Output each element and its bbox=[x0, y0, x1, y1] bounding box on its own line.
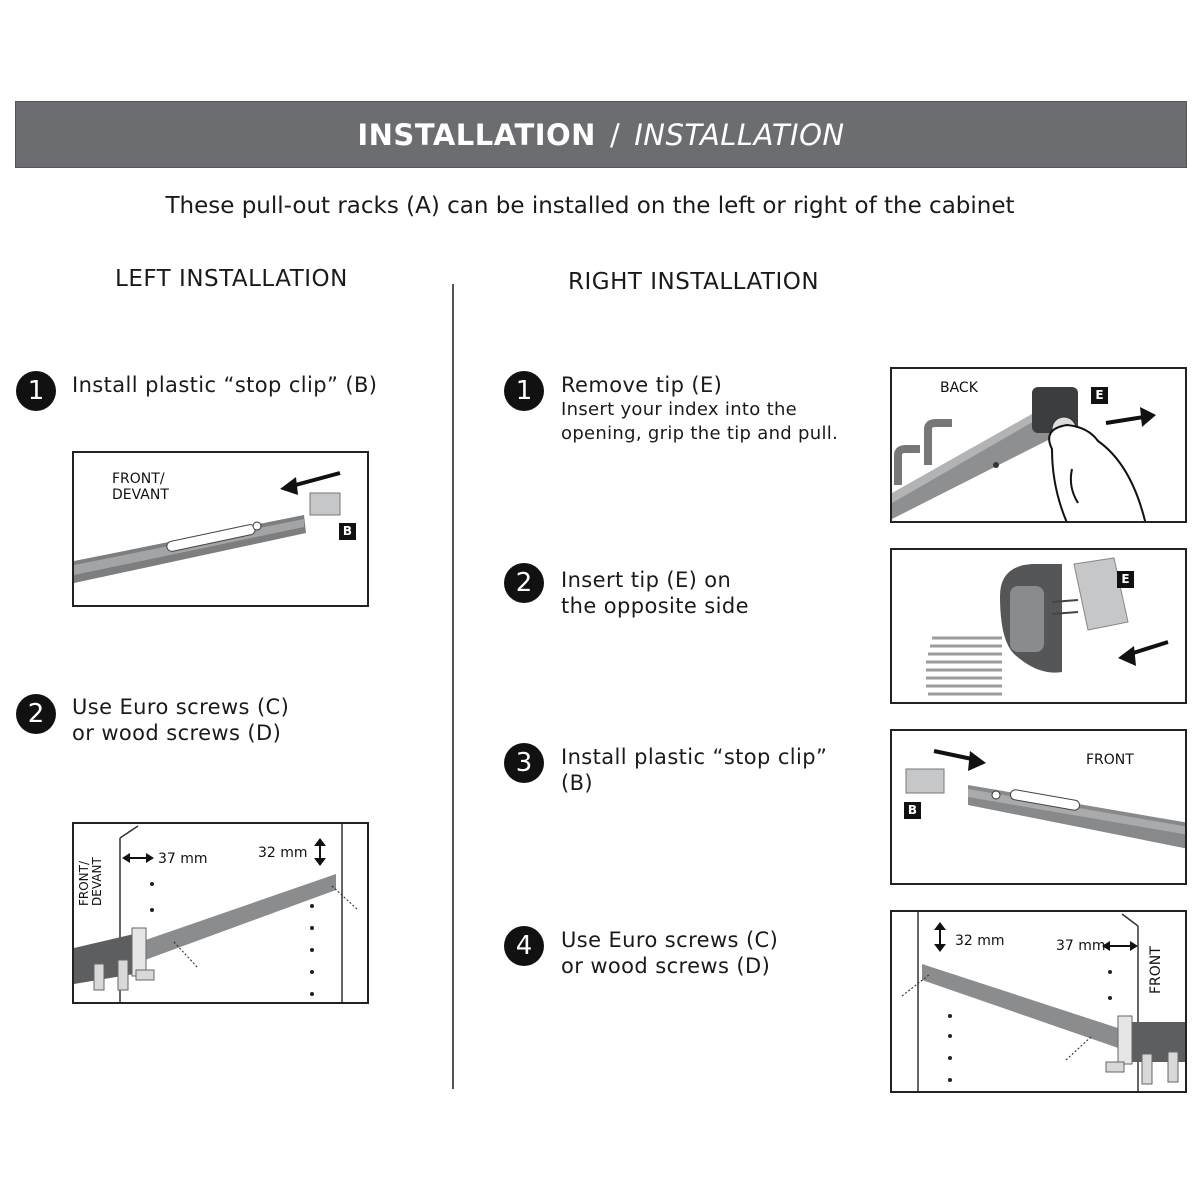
part-e-tag: E bbox=[1117, 571, 1134, 588]
left-step-1-figure: FRONT/ DEVANT B bbox=[72, 451, 369, 607]
right-step-3-line1: Install plastic “stop clip” bbox=[561, 745, 828, 769]
right-step-3-line2: (B) bbox=[561, 771, 593, 795]
dimension-32mm: 32 mm bbox=[955, 933, 1005, 949]
front-devant-vertical-label: FRONT/ DEVANT bbox=[77, 857, 104, 906]
part-e-tag: E bbox=[1091, 387, 1108, 404]
right-step-1-sub-line2: opening, grip the tip and pull. bbox=[561, 423, 839, 444]
cabinet-screw-illustration-right bbox=[901, 912, 1185, 1091]
right-step-4-line1: Use Euro screws (C) bbox=[561, 928, 779, 952]
left-installation-heading: LEFT INSTALLATION bbox=[115, 266, 348, 292]
left-step-2-number: 2 bbox=[16, 694, 56, 734]
right-step-1-sub-line1: Insert your index into the bbox=[561, 399, 798, 420]
left-step-1-text: Install plastic “stop clip” (B) bbox=[72, 373, 378, 397]
right-step-1-title: Remove tip (E) bbox=[561, 373, 723, 397]
part-b-tag: B bbox=[904, 802, 921, 819]
front-label: FRONT bbox=[1086, 752, 1134, 768]
right-step-1-text: Remove tip (E) Insert your index into th… bbox=[561, 372, 838, 446]
right-step-1-figure: BACK E bbox=[890, 367, 1187, 523]
right-step-4-line2: or wood screws (D) bbox=[561, 954, 771, 978]
back-label: BACK bbox=[940, 380, 978, 396]
left-step-2-line1: Use Euro screws (C) bbox=[72, 695, 290, 719]
right-step-2-number: 2 bbox=[504, 563, 544, 603]
dimension-37mm: 37 mm bbox=[1056, 938, 1106, 954]
right-step-3-text: Install plastic “stop clip” (B) bbox=[561, 744, 827, 796]
insert-tip-illustration bbox=[926, 557, 1169, 696]
right-step-4-figure: 32 mm 37 mm FRONT bbox=[890, 910, 1187, 1093]
part-b-tag: B bbox=[339, 523, 356, 540]
front-label-line1: FRONT/ bbox=[112, 471, 165, 487]
stop-clip-illustration bbox=[905, 749, 1185, 849]
banner-separator: / bbox=[609, 117, 621, 152]
left-step-2-line2: or wood screws (D) bbox=[72, 721, 282, 745]
right-step-2-figure: E bbox=[890, 548, 1187, 704]
remove-tip-illustration bbox=[892, 387, 1156, 521]
front-label-line2: DEVANT bbox=[90, 857, 104, 906]
right-step-3-figure: FRONT B bbox=[890, 729, 1187, 885]
right-step-3-number: 3 bbox=[504, 743, 544, 783]
right-step-2-text: Insert tip (E) on the opposite side bbox=[561, 567, 749, 619]
right-step-2-line1: Insert tip (E) on bbox=[561, 568, 732, 592]
slide-rail-illustration bbox=[74, 471, 341, 583]
cabinet-screw-illustration bbox=[74, 824, 359, 1002]
left-step-2-text: Use Euro screws (C) or wood screws (D) bbox=[72, 694, 289, 746]
right-step-1-number: 1 bbox=[504, 371, 544, 411]
right-installation-heading: RIGHT INSTALLATION bbox=[568, 269, 820, 295]
left-step-2-figure: FRONT/ DEVANT 37 mm 32 mm bbox=[72, 822, 369, 1004]
right-step-4-number: 4 bbox=[504, 926, 544, 966]
banner-title-english: INSTALLATION bbox=[357, 117, 596, 152]
right-step-4-text: Use Euro screws (C) or wood screws (D) bbox=[561, 927, 778, 979]
right-step-2-line2: the opposite side bbox=[561, 594, 749, 618]
column-divider bbox=[452, 284, 454, 1089]
dimension-32mm: 32 mm bbox=[258, 845, 308, 861]
installation-banner: INSTALLATION / INSTALLATION bbox=[15, 101, 1187, 168]
dimension-37mm: 37 mm bbox=[158, 851, 208, 867]
front-label-line2: DEVANT bbox=[112, 487, 169, 503]
banner-title-french: INSTALLATION bbox=[634, 117, 845, 152]
left-step-1-number: 1 bbox=[16, 371, 56, 411]
front-vertical-label: FRONT bbox=[1148, 946, 1164, 994]
intro-text: These pull-out racks (A) can be installe… bbox=[165, 193, 1015, 219]
